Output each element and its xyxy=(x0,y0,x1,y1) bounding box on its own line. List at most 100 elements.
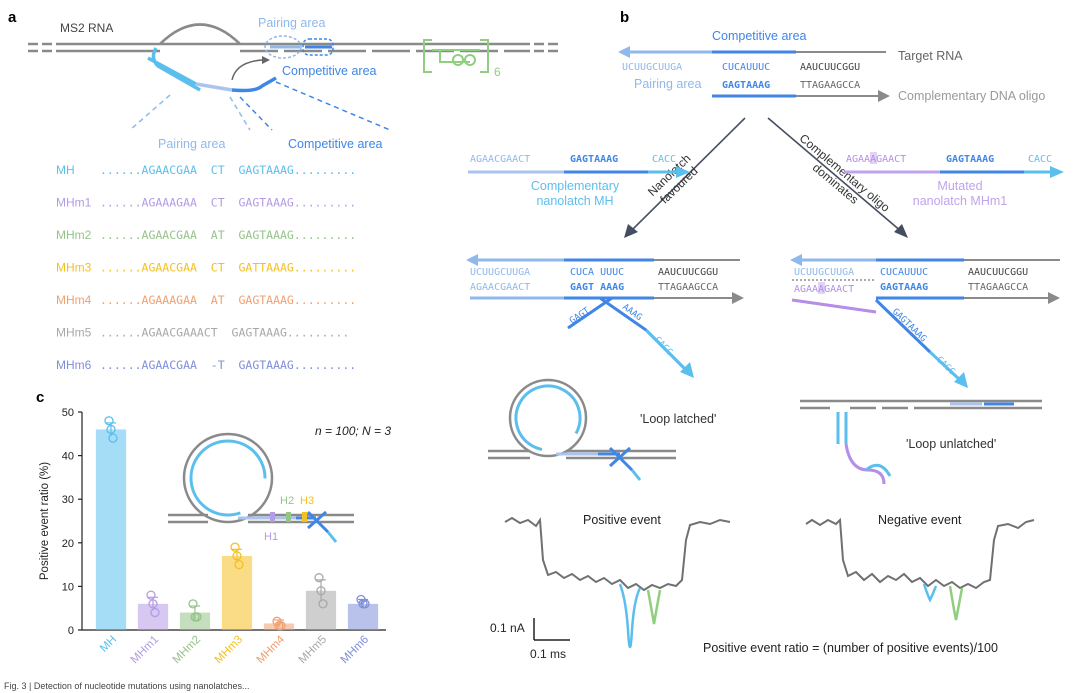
y-tick-label: 50 xyxy=(62,407,74,419)
data-point-mhm3 xyxy=(232,551,242,561)
row-name-mhm1: MHm1 xyxy=(56,196,92,210)
row-seq-mhm4: ......AGAAAGAA AT GAGTAAAG......... xyxy=(100,293,356,307)
row-seq-mhm5: ......AGAACGAAACT GAGTAAAG......... xyxy=(100,326,349,340)
ll-row1-competitive: CUCA UUUC xyxy=(570,267,624,278)
loop-unlatched-label: 'Loop unlatched' xyxy=(906,437,996,451)
panel-b: b Competitive area Target RNA UCUUGCUUGA… xyxy=(466,9,1064,661)
mh-seq-pairing: AGAACGAACT xyxy=(470,154,530,165)
mh-caption-1: Complementary xyxy=(531,179,620,193)
data-point-mhm4 xyxy=(276,620,286,631)
h2-label: H2 xyxy=(280,495,294,507)
competitive-area-label: Competitive area xyxy=(712,29,807,43)
y-tick-label: 10 xyxy=(62,581,74,593)
mhm1-seq-tail: CACC xyxy=(1028,154,1052,165)
comp-dna-label: Complementary DNA oligo xyxy=(898,89,1045,103)
row-seq-mhm1: ......AGAAAGAA CT GAGTAAAG......... xyxy=(100,196,356,210)
n-label: n = 100; N = 3 xyxy=(315,424,391,438)
ll-tail-gagt: GAGT xyxy=(568,306,592,327)
mh-seq-tail: CACC xyxy=(652,154,676,165)
mhm1-caption-2: nanolatch MHm1 xyxy=(913,194,1008,208)
h3-label: H3 xyxy=(300,495,314,507)
pairing-area-label: Pairing area xyxy=(634,77,701,91)
row-seq-mhm3: ......AGAACGAA CT GATTAAAG......... xyxy=(100,261,356,275)
data-point-mhm2 xyxy=(192,612,202,622)
target-rna-label: Target RNA xyxy=(898,49,963,63)
data-point-mh xyxy=(104,416,114,426)
mutation-sequence-table: MH......AGAACGAA CT GAGTAAAG.........MHm… xyxy=(56,163,356,372)
pairing-area-top-label: Pairing area xyxy=(258,16,325,30)
loop-repeat-icon xyxy=(423,39,489,73)
data-point-mhm3 xyxy=(230,542,240,552)
rr-row1-competitive: CUCAUUUC xyxy=(880,267,928,278)
scale-bar xyxy=(533,618,570,641)
panel-b-label: b xyxy=(620,9,629,26)
row-seq-mhm2: ......AGAACGAA AT GAGTAAAG......... xyxy=(100,228,356,242)
data-point-mhm2 xyxy=(188,599,198,609)
data-point-mh xyxy=(106,424,116,435)
bar-mhm3 xyxy=(221,555,253,630)
target-seq-rest: AAUCUUCGGU xyxy=(800,62,860,73)
ll-row2-competitive: GAGT AAAG xyxy=(570,282,624,293)
row-name-mh: MH xyxy=(56,163,75,177)
row-name-mhm3: MHm3 xyxy=(56,261,92,275)
ll-row2-pairing: AGAACGAACT xyxy=(470,282,530,293)
y-tick-label: 20 xyxy=(62,538,74,550)
y-axis-label: Positive event ratio (%) xyxy=(39,462,51,580)
ll-row2-rest: TTAGAAGCCA xyxy=(658,282,718,293)
competitive-area-top-label: Competitive area xyxy=(282,64,377,78)
ll-row1-pairing: UCUUGCUUGA xyxy=(470,267,530,278)
dna-seq-competitive: GAGTAAAG xyxy=(722,80,770,91)
target-seq-pairing: UCUUGCUUGA xyxy=(622,62,682,73)
panel-a-label: a xyxy=(8,9,17,26)
scale-current: 0.1 nA xyxy=(490,621,525,635)
loop-latched-diagram xyxy=(488,378,676,481)
loop-latched-label: 'Loop latched' xyxy=(640,412,716,426)
nanolatch-probe xyxy=(147,47,277,93)
loop-unlatched-diagram xyxy=(800,399,1042,485)
dna-seq-rest: TTAGAAGCCA xyxy=(800,80,860,91)
rr-row2-pairing: AGAAAGAACT xyxy=(794,284,854,295)
mhm1-seq-pairing: AGAAAGAACT xyxy=(846,154,906,165)
mh-seq-competitive: GAGTAAAG xyxy=(570,154,618,165)
h1-label: H1 xyxy=(264,531,278,543)
panel-c-label: c xyxy=(36,389,44,406)
row-seq-mhm6: ......AGAACGAA -T GAGTAAAG......... xyxy=(100,358,356,372)
panel-a: a MS2 RNA Pairing area Competitive area xyxy=(8,9,560,372)
negative-event-trace xyxy=(805,517,1035,590)
ratio-formula: Positive event ratio = (number of positi… xyxy=(703,641,998,655)
x-tick-label-mhm4: MHm4 xyxy=(255,633,288,666)
x-tick-label-mhm3: MHm3 xyxy=(213,634,245,666)
row-name-mhm6: MHm6 xyxy=(56,358,92,372)
data-point-mhm1 xyxy=(148,599,158,609)
y-tick-label: 0 xyxy=(68,625,74,637)
scale-time: 0.1 ms xyxy=(530,647,566,661)
data-point-mh xyxy=(108,433,118,443)
row-name-mhm5: MHm5 xyxy=(56,326,92,340)
positive-event-label: Positive event xyxy=(583,513,661,527)
ms2-rna-label: MS2 RNA xyxy=(60,21,113,35)
repeat-count: 6 xyxy=(494,65,501,79)
x-tick-label-mhm1: MHm1 xyxy=(129,634,161,666)
data-point-mhm6 xyxy=(360,599,370,609)
data-point-mhm5 xyxy=(318,599,328,609)
data-point-mhm1 xyxy=(150,607,160,618)
data-point-mhm5 xyxy=(314,573,324,583)
mhm1-caption-1: Mutated xyxy=(937,179,982,193)
rr-row1-pairing: UCUUGCUUGA xyxy=(794,267,854,278)
pairing-area-header: Pairing area xyxy=(158,137,225,151)
data-point-mhm3 xyxy=(234,559,244,570)
positive-event-trace xyxy=(504,516,731,592)
mh-caption-2: nanolatch MH xyxy=(536,194,613,208)
rr-row2-rest: TTAGAAGCCA xyxy=(968,282,1028,293)
x-tick-label-mhm6: MHm6 xyxy=(339,634,371,666)
rr-row1-rest: AAUCUUCGGU xyxy=(968,267,1028,278)
y-tick-label: 30 xyxy=(62,494,74,506)
y-tick-label: 40 xyxy=(62,451,74,463)
negative-event-label: Negative event xyxy=(878,513,962,527)
competitive-area-header: Competitive area xyxy=(288,137,383,151)
rr-tail-gagtaaag: GAGTAAAG xyxy=(890,307,928,344)
chart-inset-loop xyxy=(168,432,354,543)
target-seq-competitive: CUCAUUUC xyxy=(722,62,770,73)
